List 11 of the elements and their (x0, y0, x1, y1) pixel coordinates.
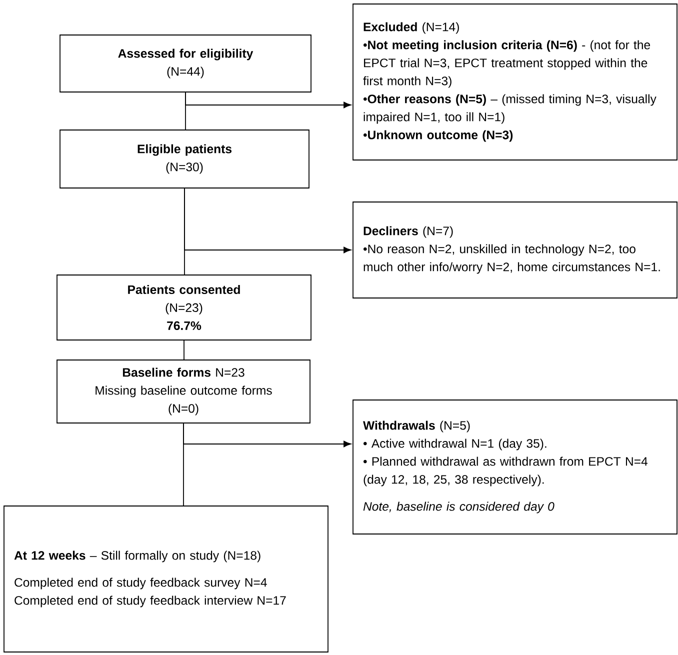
branch-arrow (185, 92, 352, 108)
branch-arrow (183, 423, 352, 448)
branch-arrow (184, 188, 352, 254)
process-box: Assessed for eligibility (N=44) (60, 34, 312, 92)
exclusion-box: Decliners (N=7) •No reason N=2, unskilled in technology N=2, too much other info/worry N=2, home circumstances N=1. (352, 202, 678, 298)
process-box: Baseline forms N=23 Missing baseline outcome forms (N=0) (56, 360, 310, 424)
exclusion-box: Withdrawals (N=5) • Active withdrawal N=1 (day 35). • Planned withdrawal as withdrawn from EPCT N=4 (day 12, 18, 25, 38 respectively). Note, baseline is considered day 0 (352, 400, 678, 534)
outcome-box: At 12 weeks – Still formally on study (N=18) Completed end of study feedback survey N=4 Completed end of study feedback interview N=17 (4, 506, 328, 652)
process-box: Patients consented (N=23) 76.7% (56, 274, 312, 340)
exclusion-box: Excluded (N=14) •Not meeting inclusion criteria (N=6) - (not for the EPCT trial N=3, EPCT treatment stopped within the first month N=3) •Other reasons (N=5) – (missed timing N=3, visually impaired N=1, too ill N=1) •Unknown outcome (N=3) (352, 4, 678, 160)
process-box: Eligible patients (N=30) (60, 130, 310, 188)
